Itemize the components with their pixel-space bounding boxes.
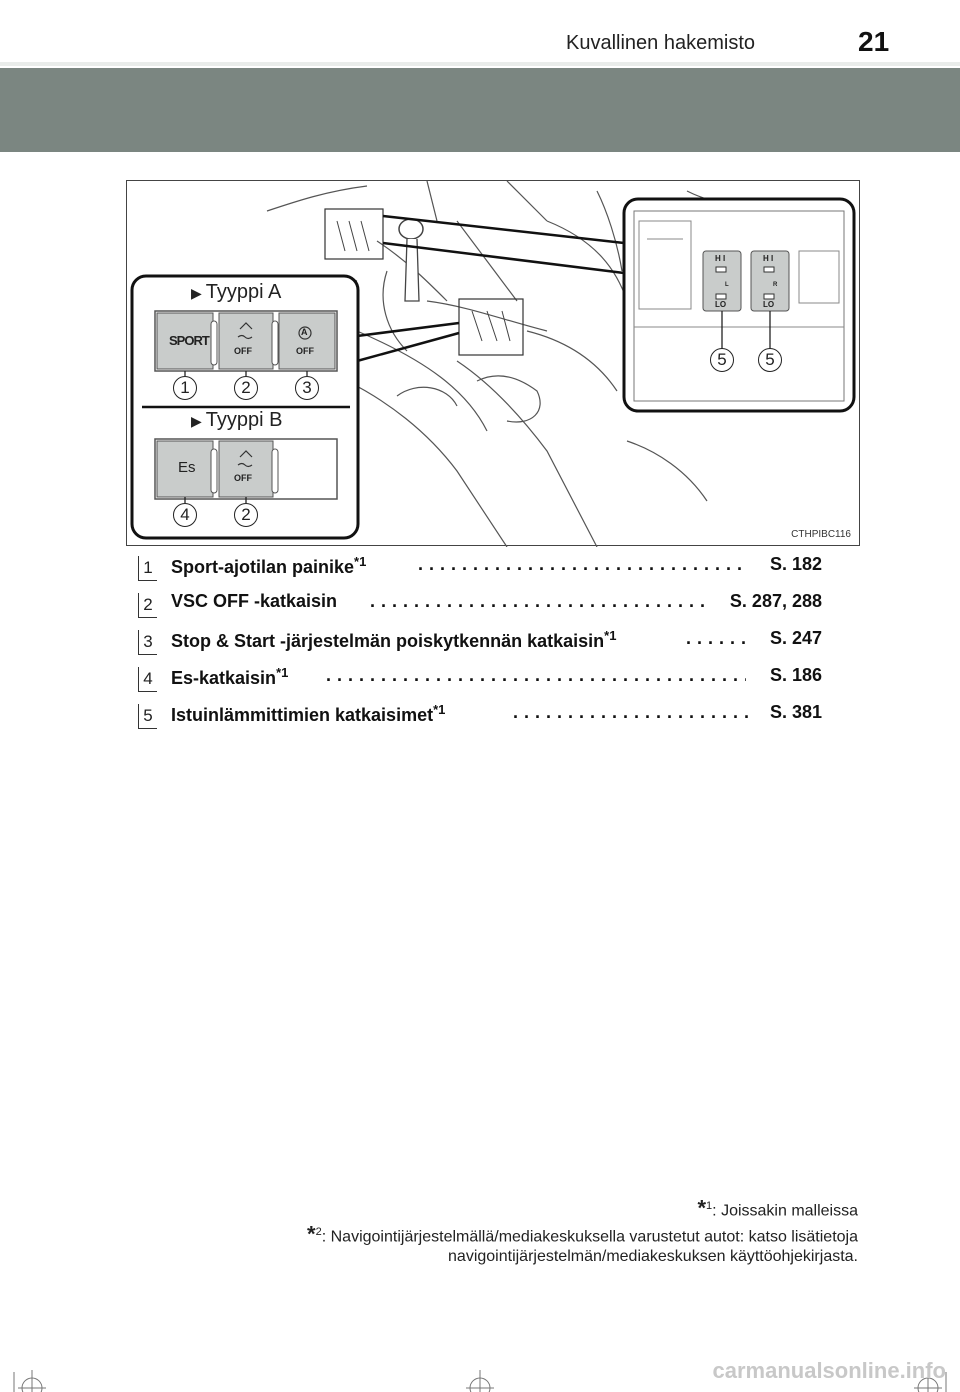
item-text: VSC OFF -katkaisin: [171, 591, 338, 611]
footnote-2: *2: Navigointijärjestelmällä/mediakeskuk…: [307, 1221, 858, 1266]
callout-2: 2: [234, 503, 258, 527]
leader-dots: ........................................…: [326, 665, 746, 685]
callout-1: 1: [173, 376, 197, 400]
sport-key-label: SPORT: [169, 333, 210, 348]
leader-dots: ........................................…: [418, 554, 748, 574]
list-item: 2 VSC OFF -katkaisin ...................…: [138, 589, 828, 626]
es-key-label: Es: [178, 459, 196, 476]
page-reference-link[interactable]: S. 182: [765, 554, 822, 575]
item-text: Stop & Start -järjestelmän poiskytkennän…: [171, 628, 617, 651]
item-text: Istuinlämmittimien katkaisimet*1: [171, 702, 446, 725]
callout-4: 4: [173, 503, 197, 527]
heater-l-label: L: [725, 282, 729, 288]
leader-dots: ........................................…: [370, 591, 710, 611]
item-text: Es-katkaisin*1: [171, 665, 289, 688]
header-rule: [0, 62, 960, 66]
figure-code: CTHPIBC116: [791, 529, 851, 540]
reference-list: 1 Sport-ajotilan painike*1 .............…: [138, 552, 828, 737]
leader-dots: ........................................: [513, 702, 748, 722]
callout-5: 5: [710, 348, 734, 372]
page-reference-link[interactable]: S. 381: [765, 702, 822, 723]
heater-r-label: R: [773, 282, 778, 288]
page-reference-link[interactable]: S. 247: [765, 628, 822, 649]
illustration-figure: ▶Tyyppi A ▶Tyyppi B SPORT OFF A OFF Es O…: [126, 180, 860, 547]
list-item: 4 Es-katkaisin*1 .......................…: [138, 663, 828, 700]
list-item: 3 Stop & Start -järjestelmän poiskytkenn…: [138, 626, 828, 663]
crop-marks: [13, 1370, 947, 1392]
footnote-1: *1: Joissakin malleissa: [697, 1195, 858, 1221]
stop-start-a-label: A: [301, 327, 308, 337]
item-number: 1: [138, 556, 157, 581]
item-number: 4: [138, 667, 157, 692]
heater-hi-label-right: H I: [763, 254, 774, 263]
header-title: Kuvallinen hakemisto: [566, 32, 755, 54]
heater-lo-label-left: LO: [715, 300, 727, 309]
callout-3: 3: [295, 376, 319, 400]
page-number: 21: [858, 26, 890, 57]
type-a-label: ▶Tyyppi A: [191, 281, 282, 303]
arrow-right-icon: ▶: [191, 285, 202, 301]
arrow-right-icon: ▶: [191, 413, 202, 429]
page-reference-link[interactable]: S. 287, 288: [725, 591, 822, 612]
callout-2: 2: [234, 376, 258, 400]
vsc-off-key-label-a: OFF: [234, 346, 252, 356]
item-number: 5: [138, 704, 157, 729]
type-b-label: ▶Tyyppi B: [191, 409, 283, 431]
console-drawing: [130, 181, 856, 547]
heater-hi-label-left: H I: [715, 254, 726, 263]
item-text: Sport-ajotilan painike*1: [171, 554, 367, 577]
callout-5: 5: [758, 348, 782, 372]
page-reference-link[interactable]: S. 186: [765, 665, 822, 686]
list-item: 1 Sport-ajotilan painike*1 .............…: [138, 552, 828, 589]
item-number: 2: [138, 593, 157, 618]
stop-start-off-label: OFF: [296, 346, 314, 356]
heater-lo-label-right: LO: [763, 300, 775, 309]
list-item: 5 Istuinlämmittimien katkaisimet*1 .....…: [138, 700, 828, 737]
section-banner: [0, 68, 960, 152]
leader-dots: ........: [686, 628, 746, 648]
watermark: carmanualsonline.info: [712, 1358, 947, 1383]
vsc-off-key-label-b: OFF: [234, 473, 252, 483]
item-number: 3: [138, 630, 157, 655]
